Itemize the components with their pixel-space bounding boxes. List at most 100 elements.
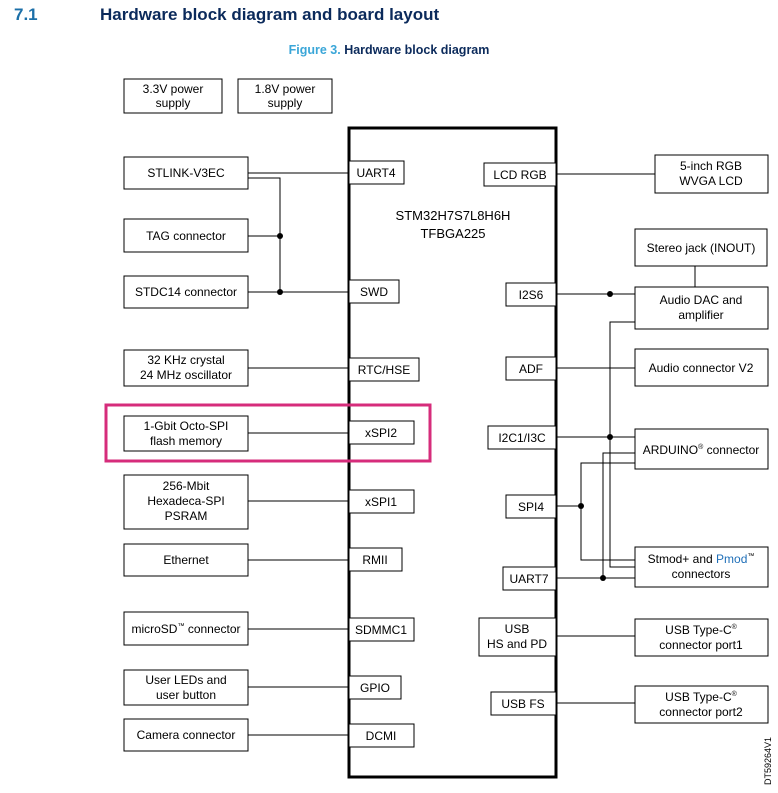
- port-sdmmc1-label: SDMMC1: [355, 623, 407, 637]
- microsd-suffix: connector: [184, 622, 240, 636]
- octospi-label: flash memory: [150, 434, 222, 448]
- power-3v3-label: 3.3V power: [143, 82, 204, 96]
- port-i2c1-i3c: [487, 425, 557, 450]
- power-1v8-label: 1.8V power: [255, 82, 316, 96]
- port-uart7: [502, 566, 557, 591]
- section-title: Hardware block diagram and board layout: [100, 5, 440, 24]
- port-gpio: [348, 675, 402, 700]
- port-adf: [505, 356, 557, 381]
- trademark-mark: ™: [177, 623, 184, 630]
- port-gpio-label: GPIO: [360, 681, 390, 695]
- tag-label: TAG connector: [146, 229, 226, 243]
- junction-dot: [600, 575, 606, 581]
- lcd-label: WVGA LCD: [679, 174, 743, 188]
- port-xspi2: [348, 420, 415, 445]
- ethernet-label: Ethernet: [163, 553, 209, 567]
- usbc-port1-label: connector port1: [659, 638, 743, 652]
- port-rmii-label: RMII: [362, 553, 387, 567]
- psram-label: Hexadeca-SPI: [147, 494, 224, 508]
- doc-reference: DT59264V1: [763, 737, 773, 785]
- stmod-block: [634, 546, 769, 588]
- mcu-name: STM32H7S7L8H6H: [396, 208, 511, 223]
- port-i2c1-i3c-label: I2C1/I3C: [498, 431, 546, 445]
- power-3v3-block: [123, 78, 223, 114]
- arduino-text: ARDUINO: [643, 443, 698, 457]
- stereo-jack-label: Stereo jack (INOUT): [647, 241, 756, 255]
- microsd-block: [123, 611, 249, 646]
- microsd-label: microSD™ connector: [131, 622, 240, 636]
- junction-dot: [277, 289, 283, 295]
- registered-mark: ®: [698, 443, 704, 451]
- mcu-block: [347, 126, 558, 779]
- port-rtc-hse: [348, 357, 420, 382]
- camera-block: [123, 718, 249, 752]
- stlink-block: [123, 156, 249, 190]
- usbc-port1-label: USB Type-C®: [665, 623, 737, 637]
- power-1v8-label: supply: [268, 96, 303, 110]
- port-swd-label: SWD: [360, 285, 388, 299]
- audio-connector-label: Audio connector V2: [649, 361, 754, 375]
- mcu-package: TFBGA225: [420, 226, 485, 241]
- crystal-label: 32 KHz crystal: [147, 353, 224, 367]
- figure-title: Figure 3. Hardware block diagram: [0, 43, 778, 57]
- port-dcmi-label: DCMI: [366, 729, 397, 743]
- audio-connector-block: [634, 348, 769, 387]
- psram-label: 256-Mbit: [163, 479, 210, 493]
- lcd-label: 5-inch RGB: [680, 159, 742, 173]
- junction-dot: [578, 503, 584, 509]
- usbc-port2-text: USB Type-C: [665, 690, 732, 704]
- port-usb-fs-label: USB FS: [501, 697, 544, 711]
- leds-label: User LEDs and: [145, 673, 226, 687]
- camera-label: Camera connector: [137, 728, 236, 742]
- ethernet-block: [123, 543, 249, 577]
- arduino-suffix: connector: [703, 443, 759, 457]
- usbc-port1-block: [634, 618, 769, 657]
- stmod-label: Stmod+ and Pmod™: [648, 552, 755, 566]
- audio-dac-label: Audio DAC and: [660, 293, 743, 307]
- crystal-block: [123, 349, 249, 387]
- octospi-label: 1-Gbit Octo-SPI: [144, 419, 229, 433]
- psram-label: PSRAM: [165, 509, 208, 523]
- usbc-port2-label: USB Type-C®: [665, 690, 737, 704]
- registered-mark: ®: [732, 623, 738, 631]
- audio-dac-label: amplifier: [678, 308, 723, 322]
- connection-lines: [248, 172, 696, 736]
- usbc-port2-label: connector port2: [659, 705, 743, 719]
- leds-block: [123, 669, 249, 706]
- port-swd: [348, 279, 400, 304]
- junction-dot: [607, 434, 613, 440]
- port-xspi1: [348, 489, 415, 514]
- figure-label: Figure 3.: [288, 43, 341, 57]
- port-xspi1-label: xSPI1: [365, 495, 397, 509]
- tag-block: [123, 218, 249, 253]
- stereo-jack-block: [634, 228, 768, 267]
- junction-dot: [607, 291, 613, 297]
- port-usb-fs: [490, 691, 557, 716]
- arduino-block: [634, 428, 769, 470]
- port-i2s6-label: I2S6: [519, 288, 544, 302]
- highlight-frame: [104, 403, 432, 463]
- power-3v3-label: supply: [156, 96, 191, 110]
- junction-dots: [277, 233, 613, 581]
- section-number: 7.1: [14, 5, 38, 24]
- port-lcd-rgb: [483, 162, 557, 187]
- port-lcd-rgb-label: LCD RGB: [493, 168, 546, 182]
- port-usb-hs-label: HS and PD: [487, 637, 547, 651]
- port-sdmmc1: [348, 617, 415, 642]
- usbc-port1-text: USB Type-C: [665, 623, 732, 637]
- port-rmii: [348, 547, 403, 572]
- stmod-text: Stmod+ and: [648, 552, 716, 566]
- leds-label: user button: [156, 688, 216, 702]
- port-uart4: [348, 160, 405, 185]
- usbc-port2-block: [634, 685, 769, 724]
- trademark-mark: ™: [747, 553, 754, 560]
- power-1v8-block: [237, 78, 333, 114]
- port-xspi2-label: xSPI2: [365, 426, 397, 440]
- psram-block: [123, 474, 249, 530]
- stlink-label: STLINK-V3EC: [147, 166, 225, 180]
- figure-name: Hardware block diagram: [344, 43, 490, 57]
- port-rtc-hse-label: RTC/HSE: [358, 363, 410, 377]
- port-adf-label: ADF: [519, 362, 543, 376]
- stdc14-label: STDC14 connector: [135, 285, 237, 299]
